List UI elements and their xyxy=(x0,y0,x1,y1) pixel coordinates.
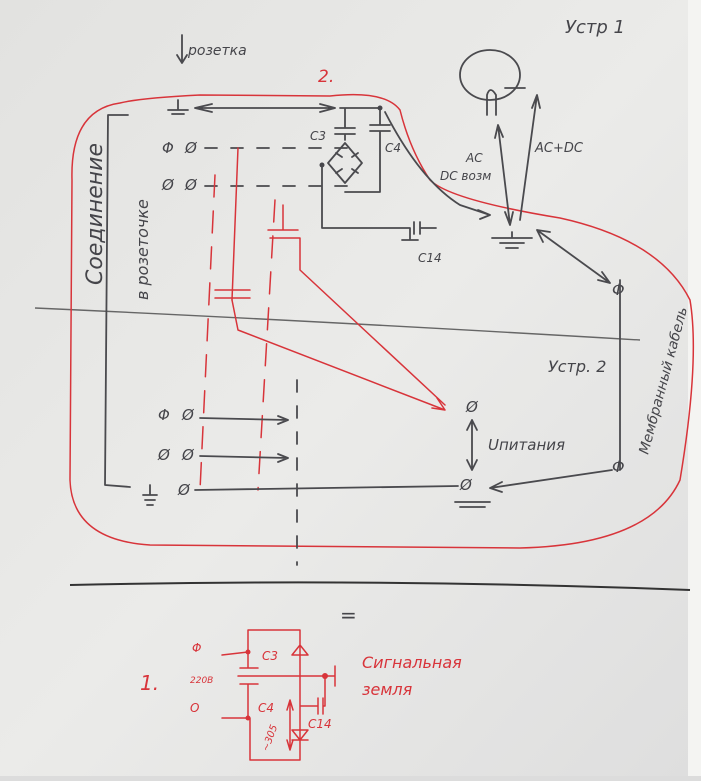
phase-wire-2 xyxy=(199,415,289,425)
separator-line xyxy=(69,581,691,591)
bottom-c14-label: C14 xyxy=(308,717,332,731)
red-capacitor-2 xyxy=(267,204,446,406)
cable-phi-terminal: Φ xyxy=(612,457,625,476)
ac-label: AC xyxy=(465,151,483,165)
bottom-circuit xyxy=(221,629,336,761)
neutral-wire-2 xyxy=(199,453,289,463)
ac-plus-dc-arrow xyxy=(519,94,541,221)
capacitor-c14-wire xyxy=(321,164,437,241)
ground-icon xyxy=(142,484,158,506)
dc-label: DC возм xyxy=(440,169,491,183)
red-arrow xyxy=(231,299,446,411)
label-2: 2. xyxy=(318,67,334,87)
arrow-down-icon xyxy=(176,34,188,64)
red-boundary xyxy=(69,93,695,549)
phi-terminal-2: Φ xyxy=(158,406,170,424)
double-arrow xyxy=(194,103,336,113)
ac-dc-label: AC+DC xyxy=(534,141,584,156)
red-dashed-wire xyxy=(257,199,276,491)
red-capacitor-1 xyxy=(214,147,251,301)
ground-wire xyxy=(194,485,459,491)
ground-terminal: Ø xyxy=(459,476,473,494)
terminal-circle: Ø xyxy=(184,176,198,194)
red-dashed-wire xyxy=(199,174,216,491)
double-arrow xyxy=(489,469,613,493)
ground-icon xyxy=(167,99,189,115)
node-dot xyxy=(245,715,251,721)
terminal-circle: Ø xyxy=(184,139,198,157)
bottom-zero-label: О xyxy=(190,701,199,715)
voltage-arrow xyxy=(466,419,478,471)
node-dot xyxy=(322,673,328,679)
voltage-220-label: 220В xyxy=(190,676,213,686)
zero-terminal: Ø xyxy=(161,176,175,194)
c14-label: C14 xyxy=(418,251,442,265)
left-bracket xyxy=(104,114,131,488)
terminal-circle: Ø xyxy=(177,481,191,499)
fold-line xyxy=(34,307,641,341)
signal-label: Сигнальная xyxy=(362,653,462,672)
cable-phi-terminal: Φ xyxy=(612,280,625,299)
bottom-c3-label: C3 xyxy=(262,649,278,663)
diode-bridge xyxy=(327,142,363,184)
supply-terminal: Ø xyxy=(465,398,479,416)
terminal-circle: Ø xyxy=(181,406,195,424)
double-arrow xyxy=(536,229,611,284)
bottom-phi-label: Φ xyxy=(192,641,201,655)
sensor-probe xyxy=(486,87,526,116)
ground-icon xyxy=(491,231,533,249)
u-supply-label: Uпитания xyxy=(488,436,565,454)
node-dot xyxy=(245,649,251,655)
terminal-circle: Ø xyxy=(181,446,195,464)
connection-label: Соединение xyxy=(83,143,108,285)
node-dot xyxy=(377,105,383,111)
ground-label: земля xyxy=(362,680,413,699)
ground-icon xyxy=(454,501,491,508)
ac-dc-arrow xyxy=(494,124,514,226)
in-socket-label: в розеточке xyxy=(133,199,152,300)
bottom-c4-label: C4 xyxy=(258,701,274,715)
phi-terminal: Φ xyxy=(162,139,174,157)
device1-label: Устр 1 xyxy=(565,17,625,38)
paper-edge xyxy=(688,0,701,776)
zero-terminal-2: Ø xyxy=(157,446,171,464)
c4-label: C4 xyxy=(385,141,401,155)
circuit-number-1: 1. xyxy=(140,671,159,695)
socket-label: розетка xyxy=(187,43,247,59)
c4-to-ground-arrow xyxy=(384,111,491,220)
c3-label: C3 xyxy=(310,129,326,143)
equals-sign: = xyxy=(340,603,357,627)
device1-sensor xyxy=(459,49,521,101)
device2-label: Устр. 2 xyxy=(548,357,606,376)
